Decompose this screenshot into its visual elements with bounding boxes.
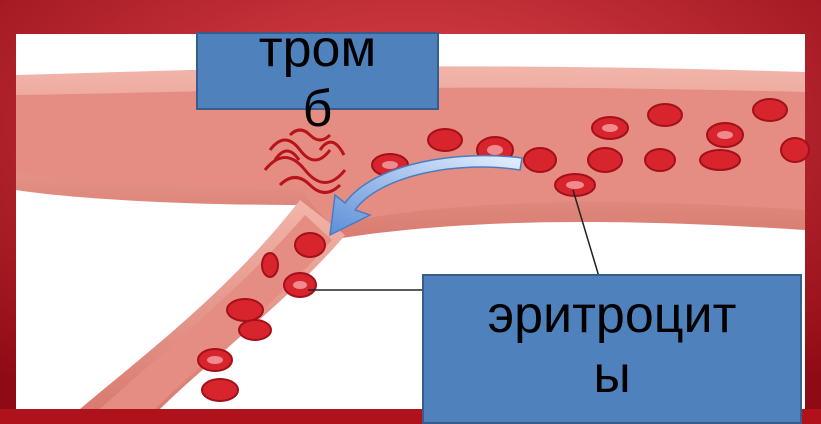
thrombus-label-box: тром б (196, 32, 439, 110)
erythrocytes-label: эритроцит ы (488, 286, 737, 406)
erythrocytes-label-box: эритроцит ы (422, 274, 802, 424)
thrombus-label: тром б (259, 20, 376, 140)
